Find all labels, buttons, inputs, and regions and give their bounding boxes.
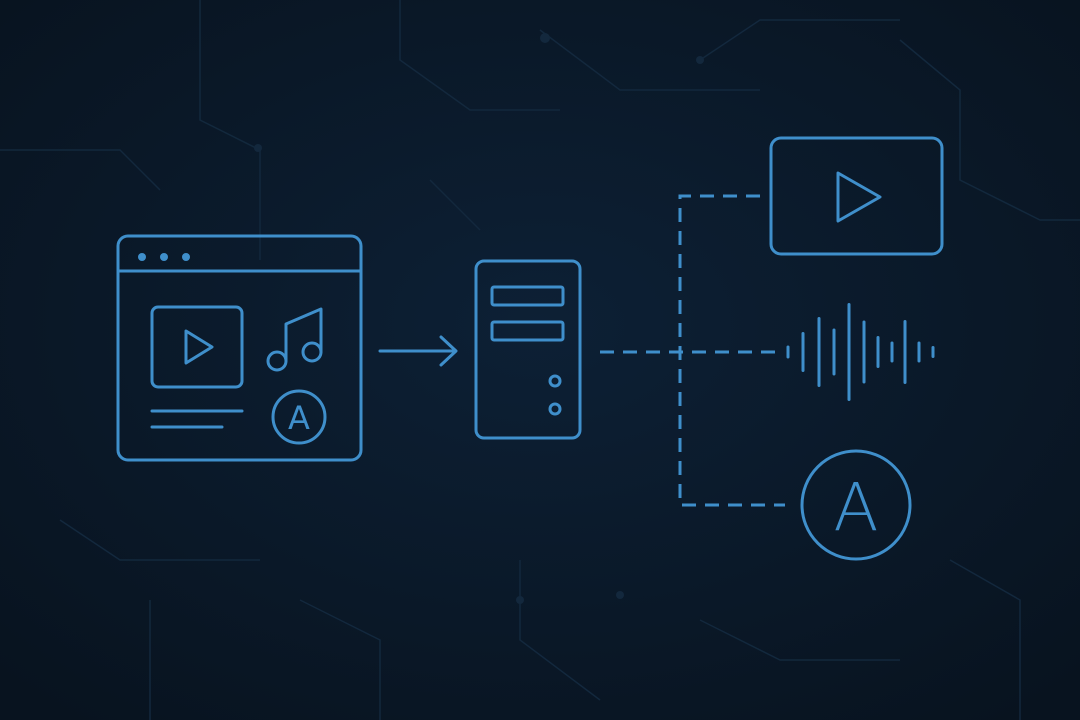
text-circle-icon xyxy=(800,449,912,561)
output-video xyxy=(769,136,944,256)
text-glyph: A xyxy=(288,399,310,437)
dashed-connectors xyxy=(600,194,785,507)
text-circle-icon: A xyxy=(271,389,327,445)
window-dot-icon xyxy=(138,253,146,261)
music-note-icon xyxy=(266,307,323,372)
video-play-icon xyxy=(836,171,882,223)
browser-window-icon xyxy=(116,234,363,462)
video-play-icon xyxy=(150,305,244,389)
output-text: A xyxy=(800,449,912,561)
arrow-right-icon xyxy=(378,335,458,367)
window-dot-icon xyxy=(182,253,190,261)
text-glyph: A xyxy=(833,469,878,546)
video-frame xyxy=(769,136,944,256)
source-browser-window: A xyxy=(116,234,363,462)
window-dot-icon xyxy=(160,253,168,261)
server-tower-icon xyxy=(474,259,582,440)
arrow-to-server xyxy=(378,335,458,367)
audio-waveform-icon xyxy=(786,303,935,401)
